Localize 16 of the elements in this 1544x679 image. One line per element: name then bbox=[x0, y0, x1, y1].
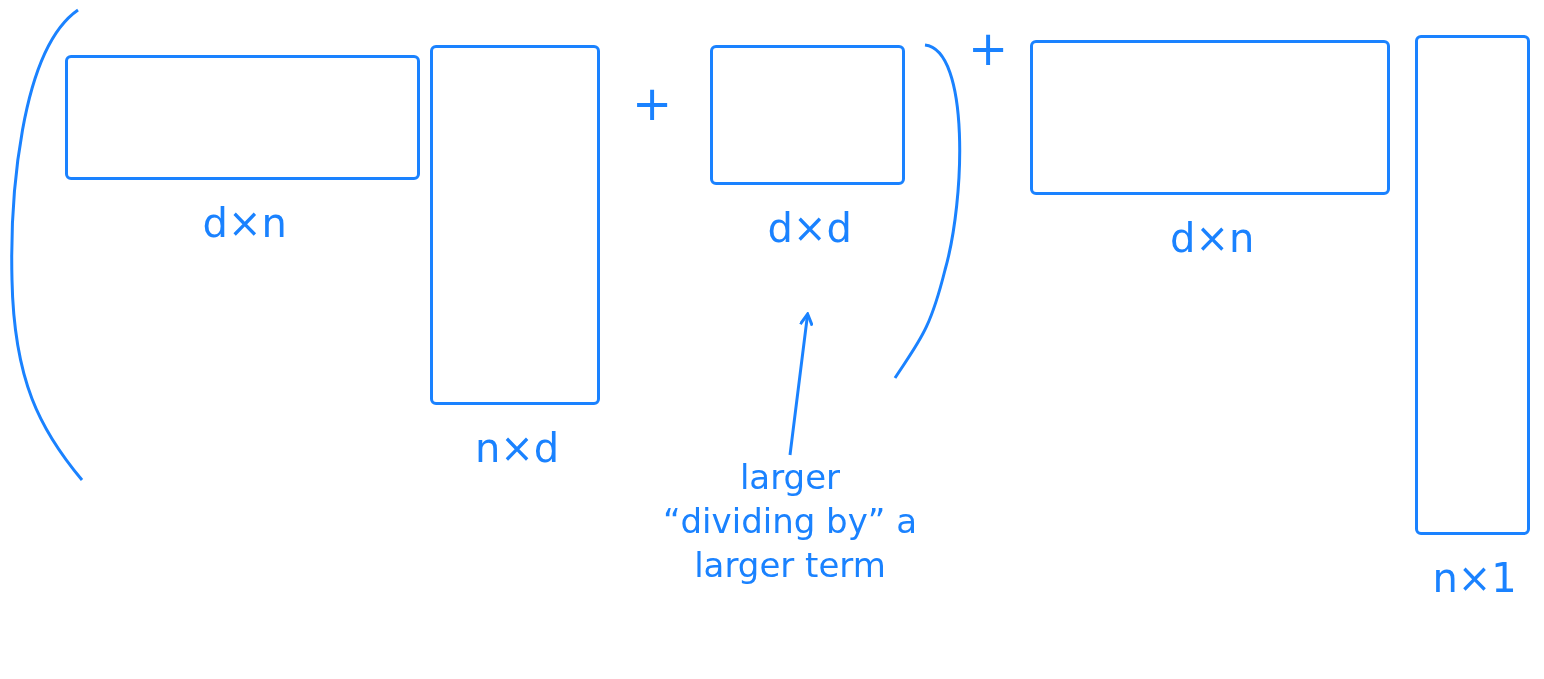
matrix-box bbox=[430, 45, 600, 405]
matrix-box bbox=[1415, 35, 1530, 535]
arrow bbox=[788, 312, 814, 456]
dimension-label: d×n bbox=[1170, 215, 1255, 261]
note-text: larger bbox=[738, 456, 842, 499]
note-text: “dividing by” a bbox=[661, 500, 919, 543]
plus-sign: + bbox=[968, 20, 1009, 76]
dimension-label: d×n bbox=[202, 200, 287, 246]
matrix-box bbox=[1030, 40, 1390, 195]
dimension-label: n×d bbox=[475, 425, 560, 471]
dimension-label: n×1 bbox=[1432, 555, 1517, 601]
matrix-box bbox=[65, 55, 420, 180]
dimension-label: d×d bbox=[767, 205, 852, 251]
matrix-box bbox=[710, 45, 905, 185]
note-text: larger term bbox=[693, 544, 887, 587]
plus-sign: + bbox=[632, 75, 673, 131]
